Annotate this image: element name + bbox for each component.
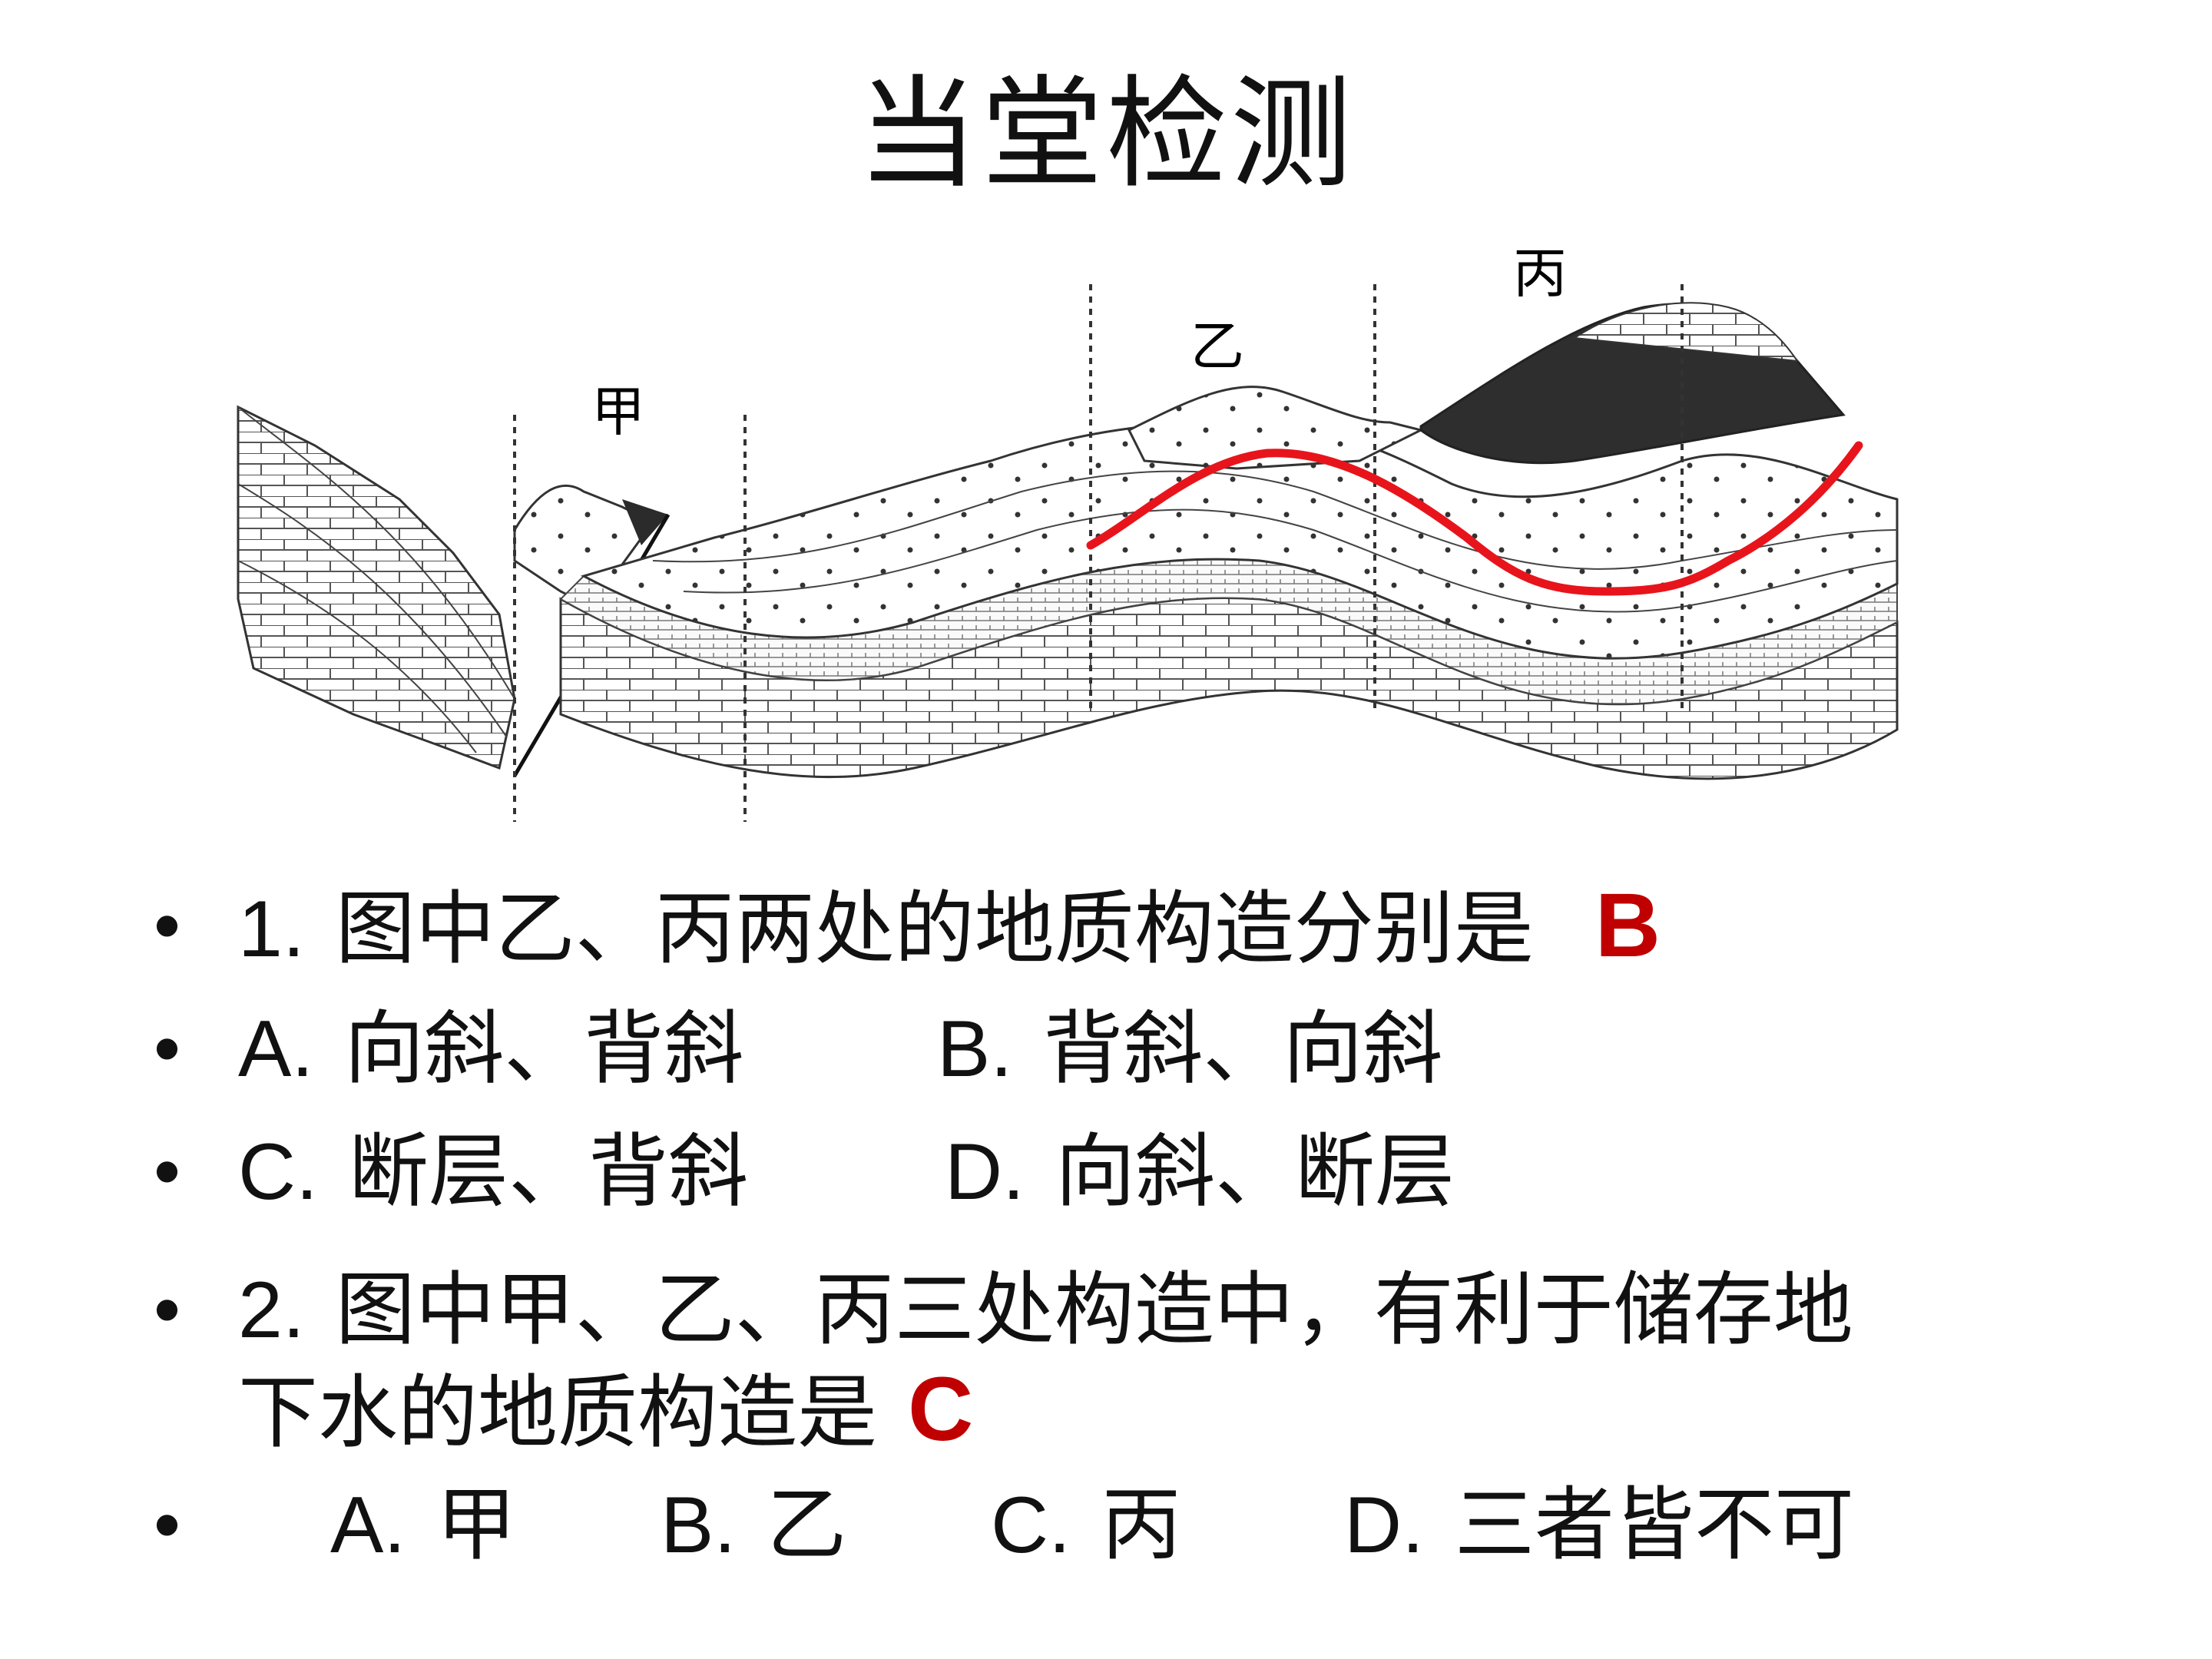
bullet-1: • (154, 882, 181, 969)
options-1-ab: A.向斜、背斜 (238, 1002, 744, 1095)
label-jia: 甲 (591, 380, 645, 443)
options-1-cd: C.断层、背斜 (238, 1124, 749, 1218)
page-title: 当堂检测 (857, 64, 1355, 205)
options-1-d: D.向斜、断层 (945, 1124, 1455, 1218)
label-yi: 乙 (1190, 315, 1244, 378)
bullet-3: • (154, 1128, 181, 1214)
bullet-5: • (154, 1482, 181, 1568)
bullet-2: • (154, 1005, 181, 1091)
bing-cap (1572, 302, 1800, 363)
options-1-b: B.背斜、向斜 (937, 1002, 1443, 1095)
highlight-curve (1086, 441, 1863, 596)
answer-1: B (1594, 875, 1661, 976)
options-2-d: D.三者皆不可 (1344, 1478, 1855, 1571)
bullet-4: • (154, 1267, 181, 1353)
label-bing: 丙 (1513, 242, 1567, 305)
options-2-b: B.乙 (661, 1478, 847, 1571)
question-2: 2.图中甲、乙、丙三处构造中，有利于储存地 (238, 1263, 1853, 1356)
geology-diagram: 甲 乙 丙 (237, 242, 1899, 822)
answer-2: C (908, 1359, 974, 1460)
options-2-a: A.甲 (330, 1478, 517, 1571)
fault-block-left (237, 405, 516, 770)
yi-hill (1127, 386, 1425, 470)
options-2-c: C.丙 (991, 1478, 1182, 1571)
